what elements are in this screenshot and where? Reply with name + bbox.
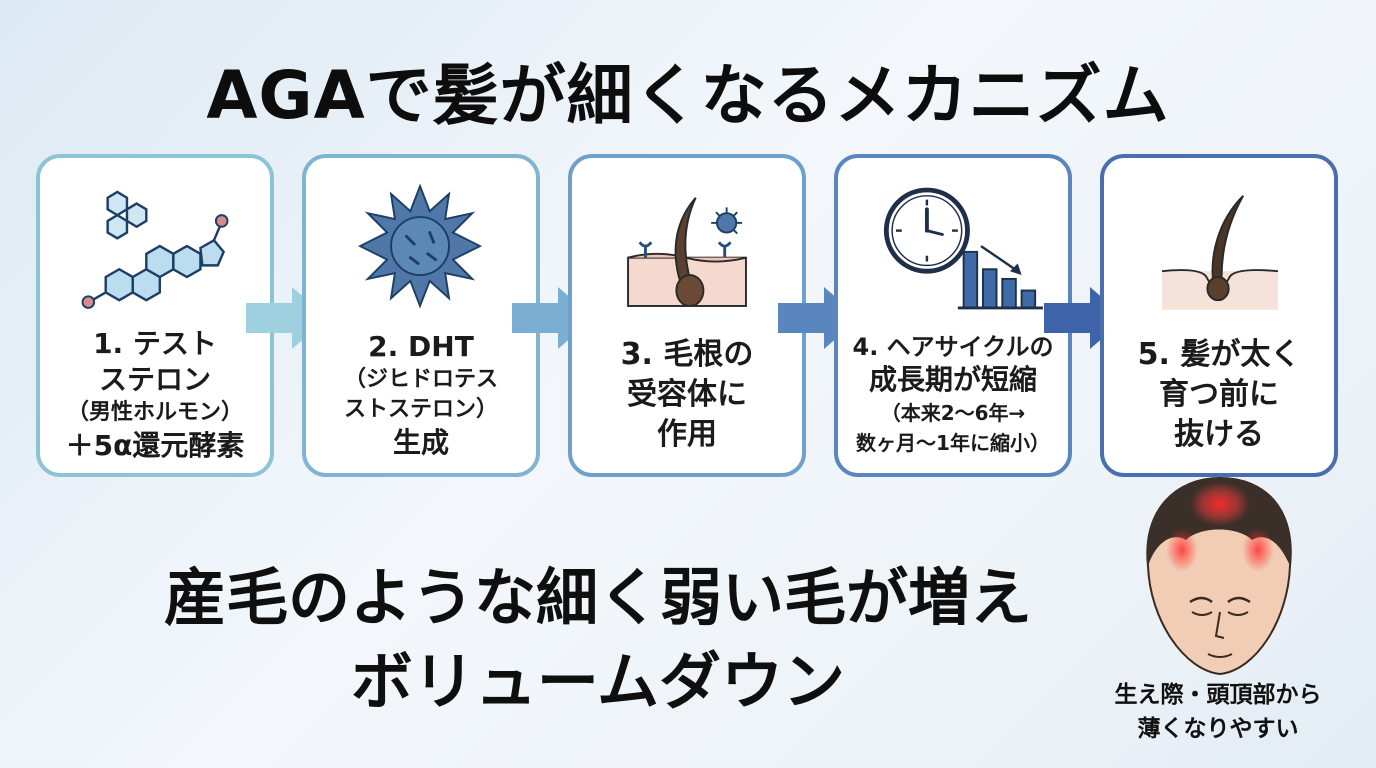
head-caption: 生え際・頭頂部から 薄くなりやすい	[1114, 682, 1322, 742]
step-card-2: 2. DHT （ジヒドロテス ストステロン） 生成	[302, 154, 540, 477]
step-card-3: 3. 毛根の 受容体に 作用	[568, 154, 806, 477]
step-card-4: 4. ヘアサイクルの 成長期が短縮 （本来2〜6年→ 数ヶ月〜1年に縮小）	[834, 154, 1072, 477]
step-label-1: 1. テスト ステロン （男性ホルモン） ＋5α還元酵素	[65, 326, 245, 462]
step-card-1: 1. テスト ステロン （男性ホルモン） ＋5α還元酵素	[36, 154, 274, 477]
steroid-molecule-icon	[81, 190, 229, 309]
step-card-5: 5. 髪が太く 育つ前に 抜ける	[1100, 154, 1338, 477]
step-label-5: 5. 髪が太く 育つ前に 抜ける	[1137, 336, 1301, 452]
step-label-4: 4. ヘアサイクルの 成長期が短縮 （本来2〜6年→ 数ヶ月〜1年に縮小）	[852, 332, 1054, 455]
clock-declining-bars-icon	[883, 187, 1043, 310]
thinning-head-icon	[1146, 476, 1292, 676]
step-label-2: 2. DHT （ジヒドロテス ストステロン） 生成	[343, 329, 498, 459]
page-title: AGAで髪が細くなるメカニズム	[206, 57, 1170, 134]
conclusion-text: 産毛のような細く弱い毛が増え ボリュームダウン	[163, 561, 1032, 718]
hair-follicle-receptor-icon	[627, 197, 747, 307]
thin-hair-follicle-icon	[1161, 195, 1279, 310]
step-label-3: 3. 毛根の 受容体に 作用	[620, 336, 754, 452]
dht-spiky-molecule-icon	[357, 183, 483, 309]
